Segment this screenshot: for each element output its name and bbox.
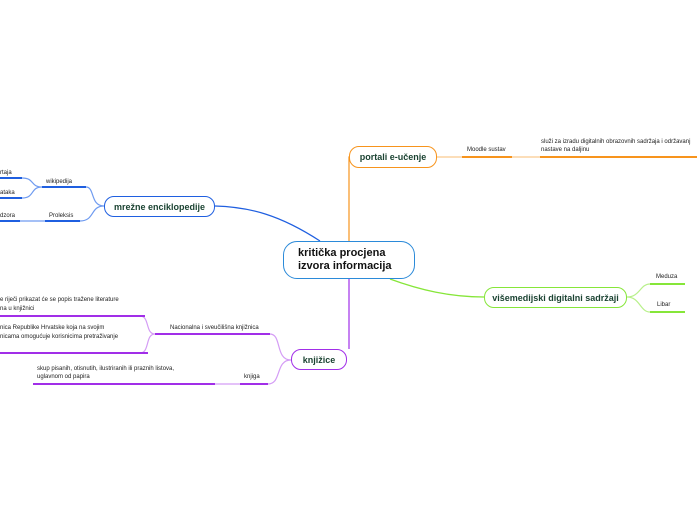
- knjiga-label[interactable]: knjiga: [244, 374, 260, 380]
- proleksis-leaf-1[interactable]: dzora: [0, 213, 16, 219]
- central-line-2: izvora informacija: [298, 260, 392, 272]
- topic-visemedijski[interactable]: višemedijski digitalni sadržaji: [484, 287, 627, 308]
- nsk-leaf2-line1[interactable]: nica Republike Hrvatske koja na svojim: [0, 325, 105, 331]
- proleksis-label[interactable]: Proleksis: [49, 213, 74, 219]
- nsk-leaf1-line2[interactable]: na u knjižnici: [0, 306, 35, 312]
- wikipedija-label[interactable]: wikipedija: [46, 179, 73, 185]
- moodle-desc-2[interactable]: nastave na daljinu: [541, 147, 590, 153]
- moodle-label[interactable]: Moodle sustav: [467, 147, 506, 153]
- topic-knjizice[interactable]: knjižice: [291, 349, 347, 370]
- libar-label[interactable]: Libar: [657, 302, 671, 308]
- wikipedija-leaf-1[interactable]: rtaja: [0, 170, 12, 176]
- nsk-leaf2-line2[interactable]: nicama omogućuje korisnicima pretraživan…: [0, 334, 119, 340]
- nsk-leaf1-line1[interactable]: e riječi prikazat će se popis tražene li…: [0, 297, 119, 303]
- meduza-label[interactable]: Meduza: [656, 274, 678, 280]
- topic-portali[interactable]: portali e-učenje: [349, 146, 437, 168]
- central-line-1: kritička procjena: [298, 247, 386, 259]
- moodle-desc-1[interactable]: služi za izradu digitalnih obrazovnih sa…: [541, 139, 691, 145]
- central-topic[interactable]: kritička procjena izvora informacija: [283, 241, 415, 279]
- knjiga-leaf-line2[interactable]: uglavnom od papira: [37, 374, 90, 380]
- wikipedija-leaf-2[interactable]: ataka: [0, 190, 15, 196]
- topic-mrezne[interactable]: mrežne enciklopedije: [104, 196, 215, 217]
- nsk-label[interactable]: Nacionalna i sveučilišna knjižnica: [170, 325, 259, 331]
- knjiga-leaf-line1[interactable]: skup pisanih, otisnutih, ilustriranih il…: [37, 366, 175, 372]
